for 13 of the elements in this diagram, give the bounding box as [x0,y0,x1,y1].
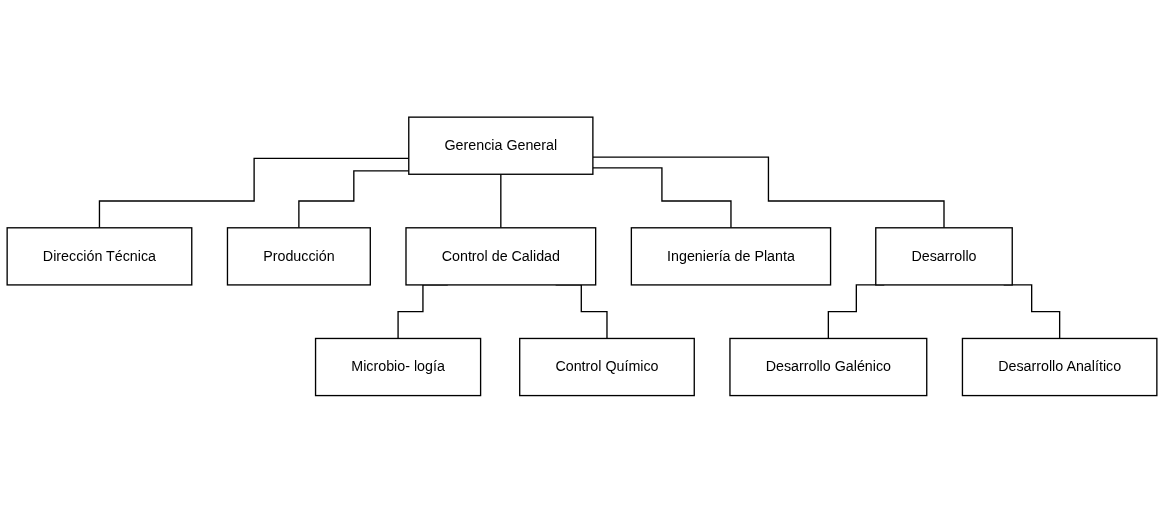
node-box: Producción [226,227,371,286]
node-box: Gerencia General [408,116,594,176]
node-box: Control de Calidad [405,227,597,286]
node-box: Desarrollo [875,227,1013,286]
connector [500,173,502,229]
node-box: Desarrollo Galénico [729,337,928,397]
node-box: Control Químico [519,337,695,397]
node-box: Dirección Técnica [6,227,193,286]
node-box: Microbio- logía [314,337,482,397]
connector [592,156,945,229]
connector [592,167,732,229]
node-box: Ingeniería de Planta [630,227,832,286]
node-box: Desarrollo Analítico [961,337,1158,397]
